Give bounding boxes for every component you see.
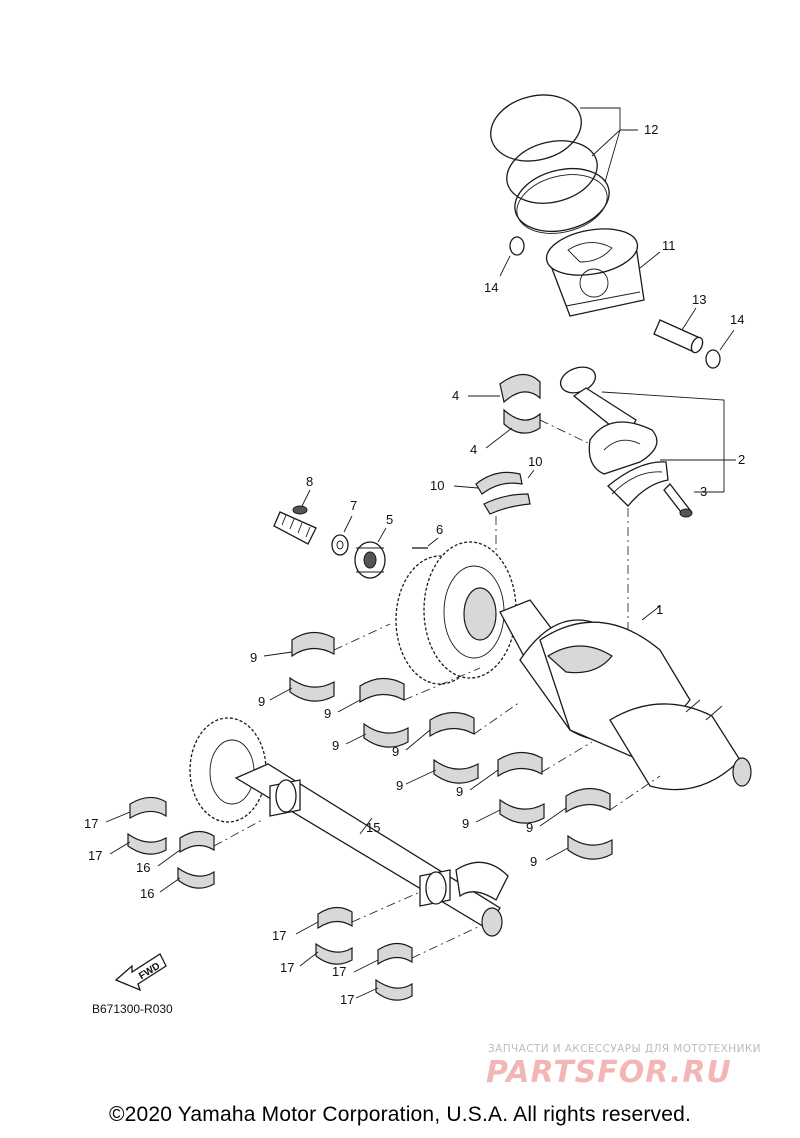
main-bearing-2	[359, 677, 409, 748]
callout-17-a: 17	[84, 816, 98, 831]
callout-16-b: 16	[140, 886, 154, 901]
callout-10-left: 10	[430, 478, 444, 493]
callout-9-f: 9	[396, 778, 403, 793]
rod-cap	[607, 461, 669, 507]
callout-11: 11	[662, 238, 676, 253]
balancer-shaft	[189, 717, 509, 937]
rod-bearing-upper	[499, 373, 541, 404]
callout-17-c: 17	[272, 928, 286, 943]
callout-3: 3	[700, 484, 707, 499]
circlip-left	[509, 236, 525, 256]
callout-7: 7	[350, 498, 357, 513]
main-bearing-3	[429, 711, 479, 784]
fwd-arrow-icon	[114, 953, 167, 992]
callout-14-right: 14	[730, 312, 744, 327]
piston-pin	[653, 319, 704, 354]
balancer-bearing-17-mid	[315, 906, 353, 965]
callout-9-g: 9	[456, 784, 463, 799]
drive-gear	[354, 541, 386, 579]
washer	[331, 534, 349, 556]
callout-9-a: 9	[250, 650, 257, 665]
copyright-notice: ©2020 Yamaha Motor Corporation, U.S.A. A…	[108, 1103, 692, 1126]
watermark-logo: PARTSFOR.RU	[486, 1055, 732, 1090]
callout-1: 1	[656, 602, 663, 617]
main-bearing-4	[497, 751, 545, 824]
callout-17-b: 17	[88, 848, 102, 863]
callout-9-c: 9	[324, 706, 331, 721]
diagram-code: B671300-R030	[92, 1002, 173, 1016]
callout-15: 15	[366, 820, 380, 835]
piston	[545, 228, 645, 317]
connecting-rod	[559, 366, 658, 475]
balancer-bearing-17-left	[127, 796, 167, 855]
callout-17-e: 17	[332, 964, 346, 979]
callout-12: 12	[644, 122, 658, 137]
callout-9-i: 9	[526, 820, 533, 835]
callout-9-j: 9	[530, 854, 537, 869]
main-bearing-1	[289, 631, 335, 702]
piston-ring-set	[490, 94, 610, 234]
thrust-bearing-upper	[475, 471, 523, 495]
thrust-bearing-lower	[483, 493, 531, 515]
watermark-tagline: ЗАПЧАСТИ И АКСЕССУАРЫ ДЛЯ МОТОТЕХНИКИ	[488, 1043, 761, 1055]
callout-4-lower: 4	[470, 442, 477, 457]
callout-14-left: 14	[484, 280, 498, 295]
callout-5: 5	[386, 512, 393, 527]
callout-9-b: 9	[258, 694, 265, 709]
callout-9-d: 9	[332, 738, 339, 753]
callout-10-right: 10	[528, 454, 542, 469]
callout-2: 2	[738, 452, 745, 467]
balancer-bearing-16	[177, 830, 215, 889]
rod-bolt	[663, 483, 693, 518]
callout-9-h: 9	[462, 816, 469, 831]
callout-8: 8	[306, 474, 313, 489]
callout-4-upper: 4	[452, 388, 459, 403]
callout-16-a: 16	[136, 860, 150, 875]
crankshaft	[499, 599, 752, 791]
callout-6: 6	[436, 522, 443, 537]
callout-17-f: 17	[340, 992, 354, 1007]
primary-drive-gear	[395, 541, 517, 685]
balancer-bearing-17-right	[375, 942, 413, 1001]
drive-shaft-plug	[273, 505, 317, 545]
callout-17-d: 17	[280, 960, 294, 975]
circlip-right	[705, 349, 721, 369]
rod-bearing-lower	[503, 408, 541, 434]
callout-13: 13	[692, 292, 706, 307]
main-bearing-5	[565, 787, 613, 860]
callout-9-e: 9	[392, 744, 399, 759]
